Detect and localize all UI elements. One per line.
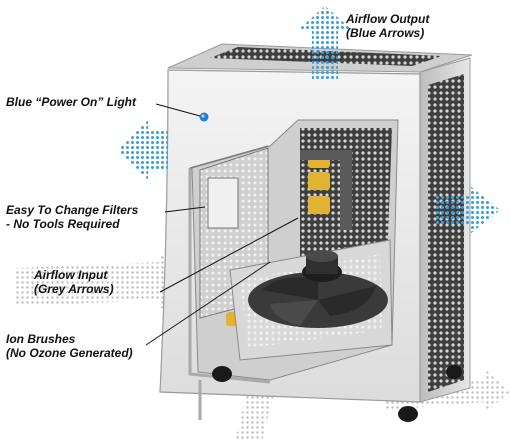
filter-insert xyxy=(207,177,239,229)
wheels xyxy=(212,365,462,422)
callout-airflow-output: Airflow Output (Blue Arrows) xyxy=(346,12,430,40)
cabinet-side xyxy=(419,57,471,403)
callout-airflow-input: Airflow Input (Grey Arrows) xyxy=(34,268,114,296)
airflow-output-arrow-icon xyxy=(118,6,500,234)
leader-lines xyxy=(145,103,299,346)
fan-icon xyxy=(248,250,388,328)
callout-ion-brushes: Ion Brushes (No Ozone Generated) xyxy=(6,332,133,360)
cutaway-bezel xyxy=(188,168,271,420)
callout-filters: Easy To Change Filters - No Tools Requir… xyxy=(6,203,139,231)
callout-power-light: Blue “Power On” Light xyxy=(6,95,137,109)
power-light-icon xyxy=(199,112,209,122)
